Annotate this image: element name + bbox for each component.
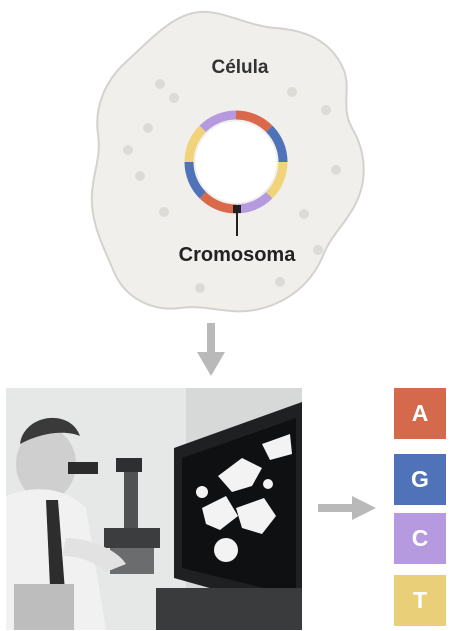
organelle-dot	[123, 145, 133, 155]
chromosome-segment	[265, 161, 288, 199]
down-arrow-icon	[197, 323, 225, 376]
cell-label: Célula	[211, 57, 268, 78]
organelle-dot	[321, 105, 331, 115]
base-a-box: A	[394, 388, 446, 439]
organelle-dot	[195, 283, 205, 293]
cell-organelle-dots	[123, 79, 341, 293]
chromosome-segment	[184, 161, 207, 199]
chromosome-ring	[184, 110, 288, 214]
base-g-box: G	[394, 454, 446, 505]
organelle-dot	[159, 207, 169, 217]
chromosome-inner	[195, 121, 277, 203]
organelle-dot	[313, 245, 323, 255]
organelle-dot	[169, 93, 179, 103]
organelle-dot	[275, 277, 285, 287]
organelle-dot	[155, 79, 165, 89]
chromosome-segment	[199, 110, 237, 133]
chromosome-pointer-dot	[233, 205, 241, 213]
scientist-photo	[6, 388, 302, 630]
cell-diagram: Célula Cromosoma	[90, 10, 365, 376]
base-t-box: T	[394, 575, 446, 626]
organelle-dot	[135, 171, 145, 181]
scientist-at-microscope-icon	[6, 388, 302, 630]
organelle-dot	[287, 87, 297, 97]
base-c-box: C	[394, 513, 446, 564]
organelle-dot	[299, 209, 309, 219]
chromosome-segment	[184, 125, 207, 163]
organelle-dot	[143, 123, 153, 133]
right-arrow-icon	[318, 496, 376, 520]
organelle-dot	[331, 165, 341, 175]
chromosome-label: Cromosoma	[179, 244, 297, 266]
chromosome-segment	[265, 125, 288, 163]
chromosome-segment	[235, 110, 273, 133]
